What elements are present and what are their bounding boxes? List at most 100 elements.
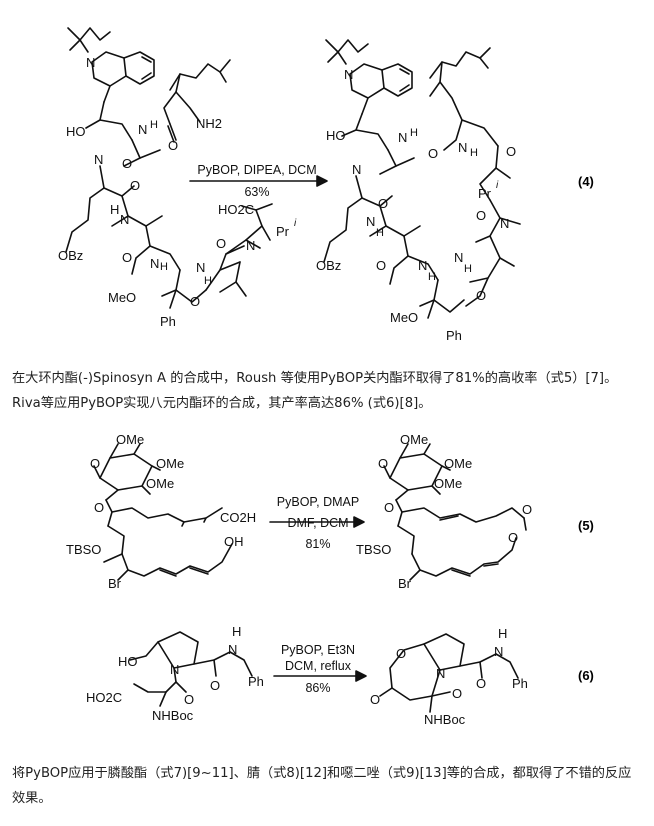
atom-label: O — [384, 500, 394, 515]
atom-label: NHBoc — [152, 708, 194, 723]
reaction-conditions: DMF, DCM — [287, 516, 348, 530]
atom-label: O — [476, 208, 486, 223]
atom-label: N — [500, 216, 509, 231]
atom-label: OBz — [58, 248, 83, 263]
scheme-4-peptide-macrocyclization: N HO N H O NH2 N O H N O H OBz O N O N H… — [58, 27, 594, 343]
atom-label: H — [470, 147, 478, 159]
atom-label: O — [378, 456, 388, 471]
reaction-conditions: PyBOP, Et3N — [281, 643, 355, 657]
atom-label: O — [378, 196, 388, 211]
atom-label: OBz — [316, 258, 341, 273]
atom-label: CO2H — [220, 510, 256, 525]
atom-label: Ph — [512, 676, 528, 691]
atom-label: N — [454, 250, 463, 265]
atom-label: N — [494, 644, 503, 659]
atom-label: Ph — [446, 328, 462, 343]
atom-label: TBSO — [356, 542, 391, 557]
atom-label: N — [436, 666, 445, 681]
atom-label: TBSO — [66, 542, 101, 557]
atom-label: O — [130, 178, 140, 193]
atom-label: O — [508, 530, 518, 545]
atom-label: O — [452, 686, 462, 701]
reaction-conditions: PyBOP, DIPEA, DCM — [197, 163, 316, 177]
atom-label: HO — [118, 654, 138, 669]
atom-label: O — [476, 288, 486, 303]
atom-label: MeO — [108, 290, 136, 305]
atom-label: OMe — [116, 432, 144, 447]
reaction-conditions: PyBOP, DMAP — [277, 495, 359, 509]
atom-label: O — [184, 692, 194, 707]
atom-label: H — [150, 119, 158, 131]
atom-label: O — [210, 678, 220, 693]
atom-label: N — [344, 67, 353, 82]
atom-label: NH2 — [196, 116, 222, 131]
atom-label: O — [168, 138, 178, 153]
atom-label: Br — [108, 576, 122, 591]
atom-label: OMe — [434, 476, 462, 491]
atom-label: Pr — [478, 186, 492, 201]
atom-label: Pr — [276, 224, 290, 239]
atom-label: Ph — [248, 674, 264, 689]
atom-label: Ph — [160, 314, 176, 329]
atom-label: O — [122, 156, 132, 171]
atom-label: N — [352, 162, 361, 177]
atom-label: N — [94, 152, 103, 167]
atom-label: i — [294, 218, 297, 229]
atom-label: N — [196, 260, 205, 275]
atom-label: MeO — [390, 310, 418, 325]
paragraph: 在大环内酯(-)Spinosyn A 的合成中，Roush 等使用PyBOP关内… — [12, 371, 618, 411]
atom-label: O — [428, 146, 438, 161]
atom-label: Br — [398, 576, 412, 591]
atom-label: HO — [326, 128, 346, 143]
atom-label: O — [522, 502, 532, 517]
scheme-6-eight-membered-lactone: HO N O H N Ph HO2C O NHBoc PyBOP, Et3N D… — [86, 624, 594, 727]
atom-label: OMe — [444, 456, 472, 471]
atom-label: H — [160, 261, 168, 273]
atom-label: N — [366, 214, 375, 229]
atom-label: O — [90, 456, 100, 471]
atom-label: O — [376, 258, 386, 273]
atom-label: N — [228, 642, 237, 657]
atom-label: HO — [66, 124, 86, 139]
reaction-conditions: DCM, reflux — [285, 659, 352, 673]
atom-label: OMe — [400, 432, 428, 447]
equation-number: (5) — [578, 518, 594, 533]
atom-label: N — [418, 258, 427, 273]
atom-label: O — [190, 294, 200, 309]
atom-label: HO2C — [218, 202, 254, 217]
atom-label: H — [498, 626, 507, 641]
atom-label: N — [120, 212, 129, 227]
reaction-yield: 86% — [305, 681, 330, 695]
atom-label: NHBoc — [424, 712, 466, 727]
atom-label: O — [370, 692, 380, 707]
atom-label: O — [122, 250, 132, 265]
atom-label: O — [476, 676, 486, 691]
atom-label: N — [150, 256, 159, 271]
reaction-yield: 63% — [244, 185, 269, 199]
atom-label: OH — [224, 534, 244, 549]
atom-label: O — [396, 646, 406, 661]
atom-label: N — [398, 130, 407, 145]
atom-label: H — [464, 263, 472, 275]
atom-label: i — [496, 180, 499, 191]
atom-label: HO2C — [86, 690, 122, 705]
atom-label: O — [216, 236, 226, 251]
atom-label: N — [246, 238, 255, 253]
paragraph: 将PyBOP应用于膦酸酯（式7)[9~11]、腈（式8)[12]和噁二唑（式9)… — [12, 766, 632, 806]
equation-number: (4) — [578, 174, 594, 189]
scheme-5-macrolactonization: OMe OMe OMe O O CO2H TBSO OH Br PyBOP, D… — [66, 432, 594, 591]
reaction-yield: 81% — [305, 537, 330, 551]
atom-label: N — [458, 140, 467, 155]
atom-label: H — [204, 275, 212, 287]
atom-label: N — [170, 662, 179, 677]
atom-label: H — [428, 271, 436, 283]
atom-label: OMe — [156, 456, 184, 471]
atom-label: N — [138, 122, 147, 137]
atom-label: H — [110, 202, 119, 217]
equation-number: (6) — [578, 668, 594, 683]
atom-label: O — [506, 144, 516, 159]
atom-label: H — [376, 227, 384, 239]
atom-label: OMe — [146, 476, 174, 491]
atom-label: N — [86, 55, 95, 70]
atom-label: H — [232, 624, 241, 639]
